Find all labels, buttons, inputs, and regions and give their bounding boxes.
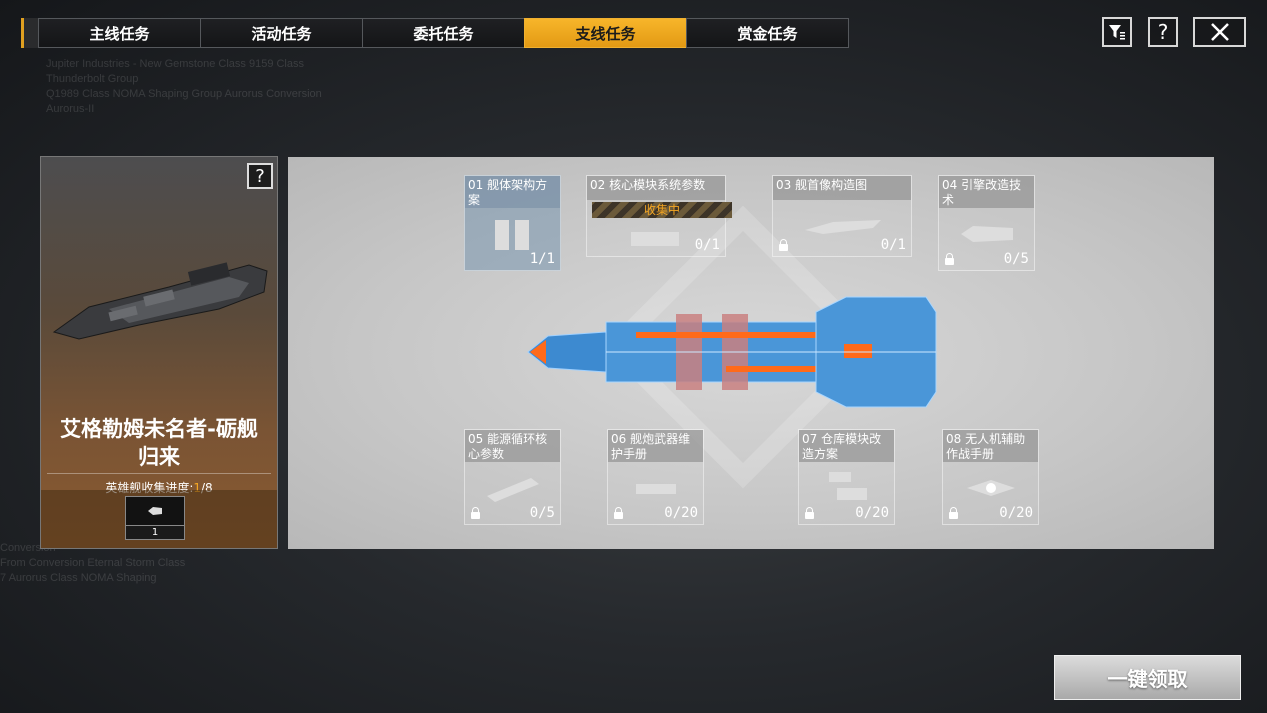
hero-ship-title: 艾格勒姆未名者-砺舰 归来 [41,415,277,471]
filter-list-icon [1109,25,1125,40]
slot-label: 04 引擎改造技术 [939,176,1034,208]
collection-progress-total: /8 [201,481,213,495]
blueprint-slot-01[interactable]: 01 舰体架构方案 1/1 [464,175,561,271]
hull-frame-icon [495,220,529,250]
tab-commission-quest[interactable]: 委托任务 [362,18,525,48]
slot-count: 0/20 [999,505,1033,521]
background-text-bottom: Conversion From Conversion Eternal Storm… [0,542,186,584]
tab-bounty-quest[interactable]: 赏金任务 [686,18,849,48]
slot-count: 0/20 [664,505,698,521]
blueprint-slot-08[interactable]: 08 无人机辅助作战手册 0/20 [942,429,1039,525]
lock-icon [949,507,958,519]
ship-fragment-count: 1 [125,526,185,540]
claim-all-button[interactable]: 一键领取 [1054,655,1241,700]
blueprint-slot-07[interactable]: 07 仓库模块改造方案 0/20 [798,429,895,525]
tab-bar-accent [21,18,39,48]
tab-side-quest[interactable]: 支线任务 [524,18,687,48]
blueprint-panel: 01 舰体架构方案 1/1 02 核心模块系统参数 收集中 0/1 03 舰首像… [288,157,1214,549]
collecting-status-badge: 收集中 [592,202,732,218]
slot-label: 08 无人机辅助作战手册 [943,430,1038,462]
blueprint-slot-02[interactable]: 02 核心模块系统参数 收集中 0/1 [586,175,732,257]
collection-progress-current: 1 [193,481,201,495]
slot-label: 03 舰首像构造图 [773,176,911,200]
tab-main-quest[interactable]: 主线任务 [38,18,201,48]
ship-blueprint-image [527,296,937,408]
task-tab-bar: 主线任务 活动任务 委托任务 支线任务 赏金任务 [21,18,849,48]
cannon-weapon-icon [636,484,676,494]
lock-icon [805,507,814,519]
slot-count: 0/1 [694,237,720,253]
hero-ship-title-line1: 艾格勒姆未名者-砺舰 [60,417,258,441]
hero-ship-card: ? 艾格勒姆未名者-砺舰 归来 英雄舰收集进度:1/8 1 [40,156,278,549]
card-bottom-strip: 1 [41,490,277,548]
slot-count: 0/5 [1003,251,1029,267]
slot-label: 05 能源循环核心参数 [465,430,560,462]
lock-icon [945,253,954,265]
slot-label: 07 仓库模块改造方案 [799,430,894,462]
lock-icon [779,239,788,251]
blueprint-slot-05[interactable]: 05 能源循环核心参数 0/5 [464,429,561,525]
background-text-top: Jupiter Industries - New Gemstone Class … [46,58,322,115]
slot-label: 02 核心模块系统参数 [587,176,725,200]
drone-icon [967,480,1015,496]
hero-ship-image [52,262,268,340]
slot-count: 0/20 [855,505,889,521]
bow-figure-icon [805,220,881,234]
slot-count: 0/1 [880,237,906,253]
blueprint-slot-04[interactable]: 04 引擎改造技术 0/5 [938,175,1035,271]
engine-icon [961,226,1013,242]
storage-module-icon [829,472,867,500]
slot-count: 0/5 [529,505,555,521]
blueprint-slot-03[interactable]: 03 舰首像构造图 0/1 [772,175,912,257]
hero-ship-title-line2: 归来 [138,445,180,469]
blueprint-slot-06[interactable]: 06 舰炮武器维护手册 0/20 [607,429,704,525]
lock-icon [614,507,623,519]
core-module-icon [631,232,679,246]
ship-fragment-icon [148,507,162,515]
tab-event-quest[interactable]: 活动任务 [200,18,363,48]
ship-fragment-item[interactable] [125,496,185,526]
slot-label: 01 舰体架构方案 [465,176,560,208]
slot-label: 06 舰炮武器维护手册 [608,430,703,462]
lock-icon [471,507,480,519]
card-help-button[interactable]: ? [247,163,273,189]
filter-button[interactable] [1102,17,1132,47]
close-icon [1210,23,1229,41]
help-button[interactable]: ? [1148,17,1178,47]
close-button[interactable] [1193,17,1246,47]
energy-core-icon [487,478,539,502]
slot-count: 1/1 [529,251,555,267]
